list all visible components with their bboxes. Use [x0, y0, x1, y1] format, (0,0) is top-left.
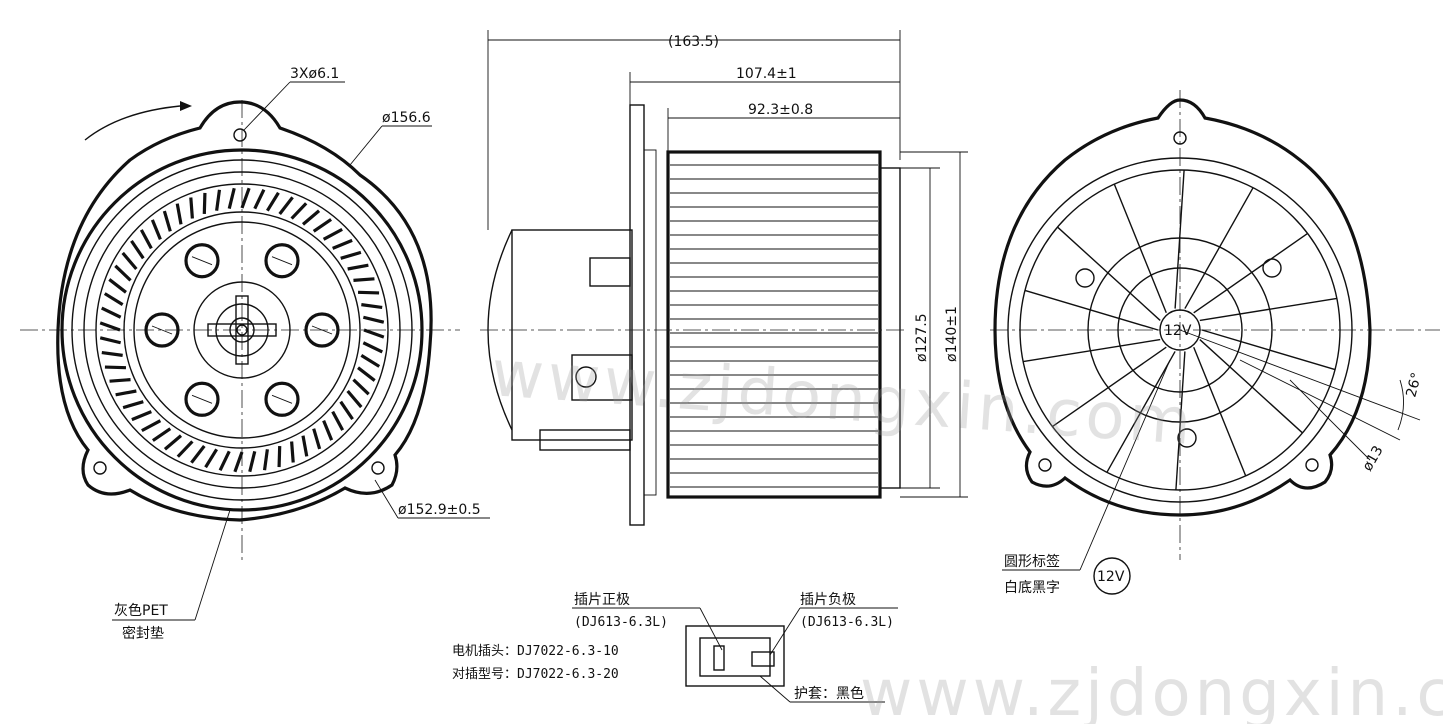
round-label-line1: 圆形标签 [1004, 553, 1060, 570]
round-label-line2: 白底黑字 [1004, 580, 1060, 596]
motor-plug-label: 电机插头：DJ7022-6.3-10 [452, 644, 619, 659]
watermark-bottom: www.zjdongxin.com [860, 657, 1443, 724]
terminal-positive-label: 插片正极 [574, 592, 630, 608]
dia-140-dimension: ø140±1 [944, 306, 960, 362]
gasket-label-2: 密封垫 [122, 625, 164, 642]
dia-152-dimension: ø152.9±0.5 [398, 502, 481, 518]
length-107-dimension: 107.4±1 [736, 66, 797, 82]
front-view [20, 81, 490, 621]
overall-length-dimension: (163.5) [668, 34, 719, 50]
sheath-label: 护套：黑色 [794, 685, 864, 702]
rear-view [990, 90, 1440, 595]
holes-dimension: 3Xø6.1 [290, 66, 339, 82]
connector-diagram [572, 607, 898, 703]
mating-plug-label: 对插型号：DJ7022-6.3-20 [452, 667, 619, 682]
terminal-negative-spec: (DJ613-6.3L) [800, 615, 894, 630]
angle-dimension: 26° [1403, 371, 1425, 399]
length-92-dimension: 92.3±0.8 [748, 102, 813, 118]
gasket-label-1: 灰色PET [114, 602, 168, 619]
terminal-negative-label: 插片负极 [800, 592, 856, 608]
round-label-badge: 12V [1097, 569, 1125, 585]
side-view [480, 30, 968, 526]
center-12v-mark: 12V [1164, 323, 1192, 339]
dia-156-dimension: ø156.6 [382, 110, 431, 126]
dia-127-dimension: ø127.5 [914, 313, 930, 362]
terminal-positive-spec: (DJ613-6.3L) [574, 615, 668, 630]
dia-13-dimension: ø13 [1360, 443, 1387, 474]
